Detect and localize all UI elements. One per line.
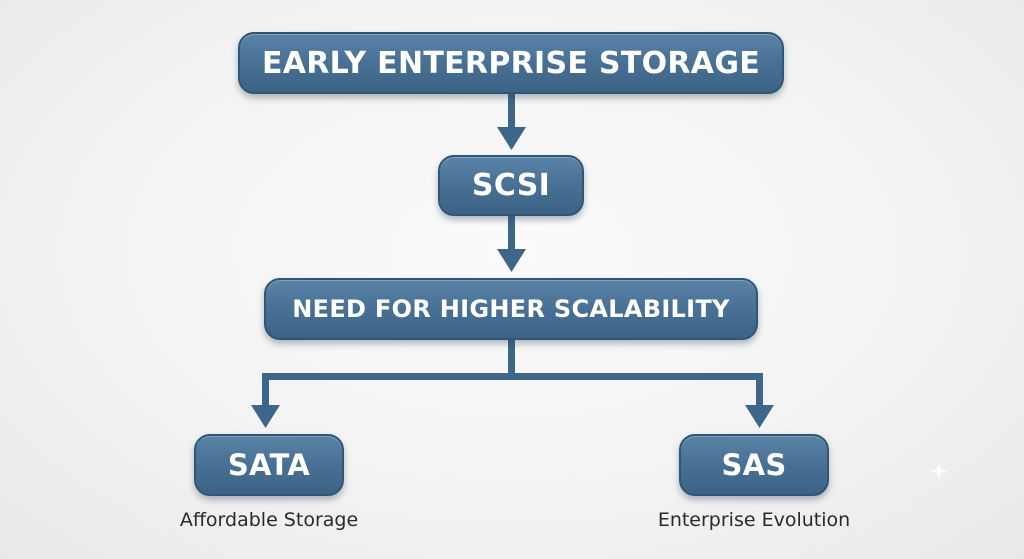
- connector-branch-to-sata-line: [262, 373, 269, 408]
- sparkle-icon: [930, 462, 948, 480]
- caption-sata: Affordable Storage: [179, 509, 359, 531]
- node-sata-label: SATA: [227, 448, 311, 482]
- node-sas-label: SAS: [721, 448, 787, 482]
- connector-need-stem: [508, 340, 515, 380]
- connector-branch-to-sas-line: [756, 373, 763, 408]
- node-early-enterprise-storage: EARLY ENTERPRISE STORAGE: [238, 32, 784, 94]
- node-scsi-label: SCSI: [471, 168, 551, 203]
- connector-branch-to-sata-arrowhead: [251, 405, 280, 428]
- caption-sas: Enterprise Evolution: [657, 509, 851, 531]
- node-early-enterprise-storage-label: EARLY ENTERPRISE STORAGE: [261, 45, 761, 81]
- connector-scsi-to-need-line: [508, 216, 515, 252]
- connector-scsi-to-need-arrowhead: [497, 249, 526, 272]
- connector-top-to-scsi-line: [508, 94, 515, 130]
- connector-branch-to-sas-arrowhead: [745, 405, 774, 428]
- node-scsi: SCSI: [438, 155, 584, 216]
- node-need-for-higher-scalability: NEED FOR HIGHER SCALABILITY: [264, 278, 758, 340]
- node-sas: SAS: [679, 434, 829, 496]
- node-sata: SATA: [194, 434, 344, 496]
- node-need-for-higher-scalability-label: NEED FOR HIGHER SCALABILITY: [292, 295, 730, 323]
- connector-top-to-scsi-arrowhead: [497, 127, 526, 150]
- connector-branch-horizontal: [262, 373, 763, 380]
